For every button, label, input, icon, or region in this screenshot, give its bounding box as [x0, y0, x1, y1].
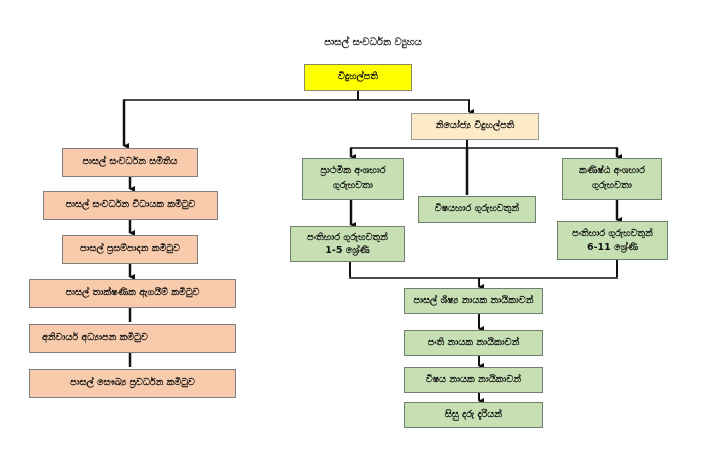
deputy-principal-box: නියෝජ්‍ය විදුහල්පති: [411, 113, 539, 140]
student-chain-label: පාසල් ශිෂ්‍ය නායක නායිකාවන්: [413, 294, 534, 306]
principal-box: විදුහල්පති: [304, 64, 412, 91]
student-chain-label: සිසු දරු දැරියන්: [445, 408, 502, 420]
student-chain-label: විෂය නායක නායිකාවන්: [425, 373, 522, 385]
subject-teachers-box: විෂයභාර ගුරුභවතුන්: [418, 196, 536, 223]
committee-label: පාසල් ප්‍රසම්පාදන කමිටුව: [79, 243, 181, 255]
committee-box: පාසල් ප්‍රසම්පාදන කමිටුව: [62, 235, 198, 264]
student-chain-box: පංති නායක නායිකාවන්: [404, 330, 543, 356]
secondary-section-head-box: කණිෂ්ඨ අංශභාර ගුරුභවතා: [562, 158, 662, 200]
committee-label: පාසල් සෞඛ්‍ය ප්‍රවර්ධන කමිටුව: [70, 377, 195, 389]
secondary-section-head-line1: කණිෂ්ඨ අංශභාර: [579, 165, 645, 177]
student-chain-label: පංති නායක නායිකාවන්: [427, 336, 520, 348]
primary-class-teachers-box: පංතිභාර ගුරුභවතුන් 1-5 ශ්‍රේණි: [290, 226, 405, 262]
primary-section-head-box: ප්‍රාථමික අංශභාර ගුරුභවතා: [302, 158, 404, 200]
deputy-principal-label: නියෝජ්‍ය විදුහල්පති: [435, 120, 515, 132]
committee-box: පාසල් තාක්ෂණික ඇගයීම් කමිටුව: [29, 279, 236, 308]
committee-label: අනිවාර්ය අධ්‍යාපන කමිටුව: [42, 332, 148, 344]
primary-section-head-line1: ප්‍රාථමික අංශභාර: [320, 165, 386, 177]
primary-class-teachers-line1: පංතිභාර ගුරුභවතුන්: [307, 231, 388, 243]
committee-box: පාසල් සංවර්ධන සමිතිය: [62, 148, 198, 177]
secondary-section-head-line2: ගුරුභවතා: [592, 180, 632, 191]
secondary-class-teachers-line1: පංතිභාර ගුරුභවතුන්: [572, 228, 653, 240]
primary-section-head-line2: ගුරුභවතා: [333, 180, 373, 191]
committee-box: පාසල් සංවර්ධන විධායක කමිටුව: [43, 191, 218, 220]
committee-box: පාසල් සෞඛ්‍ය ප්‍රවර්ධන කමිටුව: [29, 369, 236, 398]
principal-label: විදුහල්පති: [338, 71, 378, 83]
student-chain-box: විෂය නායක නායිකාවන්: [404, 367, 543, 393]
committee-label: පාසල් සංවර්ධන සමිතිය: [82, 156, 178, 168]
primary-class-teachers-line2: 1-5 ශ්‍රේණි: [325, 245, 370, 256]
committee-label: පාසල් තාක්ෂණික ඇගයීම් කමිටුව: [65, 287, 200, 299]
student-chain-box: පාසල් ශිෂ්‍ය නායක නායිකාවන්: [404, 288, 543, 314]
secondary-class-teachers-line2: 6-11 ශ්‍රේණි: [586, 241, 638, 253]
committee-box: අනිවාර්ය අධ්‍යාපන කමිටුව: [29, 324, 236, 353]
secondary-class-teachers-box: පංතිභාර ගුරුභවතුන් 6-11 ශ්‍රේණි: [557, 221, 668, 260]
student-chain-box: සිසු දරු දැරියන්: [404, 402, 543, 428]
chart-title: පාසල් සංවර්ධන ව්‍යුහය: [324, 37, 422, 48]
committee-label: පාසල් සංවර්ධන විධායක කමිටුව: [65, 199, 196, 211]
subject-teachers-label: විෂයභාර ගුරුභවතුන්: [434, 203, 520, 215]
